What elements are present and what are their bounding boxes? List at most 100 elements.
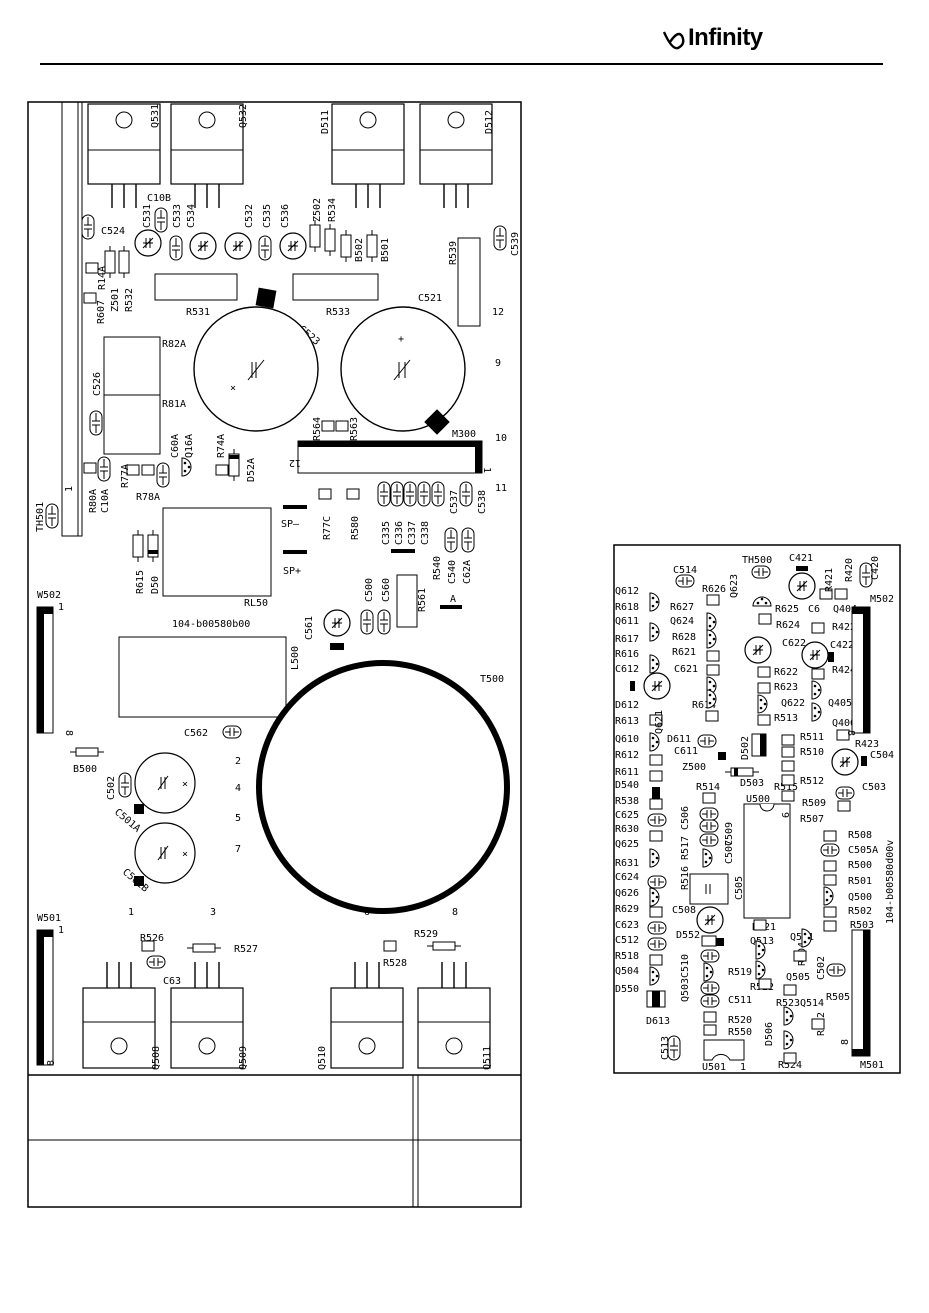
- cap-c337: [403, 481, 417, 507]
- svg-text:C513: C513: [660, 1036, 671, 1060]
- svg-text:Q16A: Q16A: [184, 434, 195, 458]
- cap-c10a: [97, 456, 111, 482]
- svg-text:R611: R611: [615, 767, 639, 778]
- cap-c62a: [461, 527, 475, 553]
- svg-text:R526: R526: [140, 933, 164, 944]
- brand-name: Infinity: [688, 24, 763, 51]
- svg-text:TH500: TH500: [742, 555, 772, 566]
- svg-text:Q624: Q624: [670, 616, 694, 627]
- svg-text:R564: R564: [312, 417, 323, 441]
- svg-text:D502: D502: [740, 736, 751, 760]
- svg-text:8: 8: [46, 1060, 57, 1066]
- svg-text:R561: R561: [417, 588, 428, 612]
- svg-text:U501: U501: [702, 1062, 726, 1073]
- svg-text:R500: R500: [848, 860, 872, 871]
- svg-text:R510: R510: [800, 747, 824, 758]
- svg-text:1: 1: [58, 925, 64, 936]
- cap-c500: [360, 609, 374, 635]
- svg-text:R538: R538: [615, 796, 639, 807]
- res-b502: [340, 229, 352, 263]
- svg-text:C514: C514: [673, 565, 697, 576]
- cap-c538: [459, 481, 473, 507]
- svg-text:C538: C538: [477, 490, 488, 514]
- svg-text:T500: T500: [480, 674, 504, 685]
- cap-c514: [675, 574, 695, 588]
- svg-text:Q625: Q625: [615, 839, 639, 850]
- res-r527: [186, 943, 222, 953]
- svg-text:R550: R550: [728, 1027, 752, 1038]
- cap-c539: [493, 225, 507, 251]
- svg-text:Z500: Z500: [682, 762, 706, 773]
- svg-text:Q503: Q503: [680, 978, 691, 1002]
- transistor-q16a: [181, 457, 192, 477]
- cap-c562: [222, 725, 242, 739]
- svg-text:SP—: SP—: [281, 519, 300, 530]
- diode-d511: [331, 103, 405, 209]
- svg-text:R527: R527: [234, 944, 258, 955]
- svg-text:R422: R422: [832, 622, 856, 633]
- svg-text:C502: C502: [106, 776, 117, 800]
- small-board: C514 TH500 C421 R421 R420 C420 Q612 R618…: [613, 544, 901, 1074]
- svg-text:R533: R533: [326, 307, 350, 318]
- svg-text:Q622: Q622: [781, 698, 805, 709]
- svg-text:R612: R612: [615, 750, 639, 761]
- svg-text:R627: R627: [670, 602, 694, 613]
- svg-text:R534: R534: [327, 198, 338, 222]
- svg-text:R508: R508: [848, 830, 872, 841]
- svg-text:R514: R514: [696, 782, 720, 793]
- svg-text:R515: R515: [774, 782, 798, 793]
- svg-text:C507: C507: [724, 840, 735, 864]
- svg-text:R505: R505: [826, 992, 850, 1003]
- svg-text:Q504: Q504: [615, 966, 639, 977]
- transistor-q532: [170, 103, 244, 209]
- svg-text:D612: D612: [615, 700, 639, 711]
- big-cap-c523: ×: [193, 306, 319, 432]
- res-r420: [834, 588, 848, 600]
- svg-text:Z502: Z502: [312, 198, 323, 222]
- svg-text:R624: R624: [776, 620, 800, 631]
- res-r607: [83, 292, 97, 304]
- svg-text:R517: R517: [680, 836, 691, 860]
- cap-c335: [377, 481, 391, 507]
- svg-text:C500: C500: [364, 578, 375, 602]
- svg-text:R529: R529: [414, 929, 438, 940]
- svg-text:C526: C526: [92, 372, 103, 396]
- cap-c532: [224, 232, 252, 260]
- connector-m300: [297, 440, 483, 474]
- svg-text:R74A: R74A: [216, 434, 227, 458]
- svg-text:C509: C509: [724, 822, 735, 846]
- svg-text:RL50: RL50: [244, 598, 268, 609]
- svg-text:Q514: Q514: [800, 998, 824, 1009]
- svg-text:C60A: C60A: [170, 434, 181, 458]
- svg-text:C624: C624: [615, 872, 639, 883]
- svg-text:R531: R531: [186, 307, 210, 318]
- svg-text:C10A: C10A: [100, 489, 111, 513]
- svg-text:Q510: Q510: [317, 1046, 328, 1070]
- svg-text:C422: C422: [830, 640, 854, 651]
- svg-text:9: 9: [495, 358, 501, 369]
- main-board-code: 104-b00580b00: [172, 619, 250, 630]
- infinity-logo-icon: [662, 31, 685, 50]
- res-r78a: [141, 464, 155, 476]
- svg-text:C540: C540: [447, 560, 458, 584]
- cap-c536: [279, 232, 307, 260]
- svg-text:A: A: [450, 594, 456, 605]
- zener-z501: [104, 245, 116, 279]
- svg-text:Q405: Q405: [828, 698, 852, 709]
- svg-text:Q610: Q610: [615, 734, 639, 745]
- svg-text:C502: C502: [816, 956, 827, 980]
- svg-text:R424: R424: [832, 665, 856, 676]
- connector-w502: [36, 606, 54, 734]
- transistor-q511: [417, 961, 491, 1069]
- svg-text:D506: D506: [764, 1022, 775, 1046]
- svg-text:C62A: C62A: [462, 560, 473, 584]
- svg-text:R628: R628: [672, 632, 696, 643]
- svg-text:7: 7: [235, 844, 241, 855]
- svg-text:D613: D613: [646, 1016, 670, 1027]
- svg-text:R78A: R78A: [136, 492, 160, 503]
- toroid-t500: [256, 660, 510, 914]
- connector-w501: [36, 929, 54, 1066]
- res-r529: [426, 941, 462, 951]
- svg-text:C511: C511: [728, 995, 752, 1006]
